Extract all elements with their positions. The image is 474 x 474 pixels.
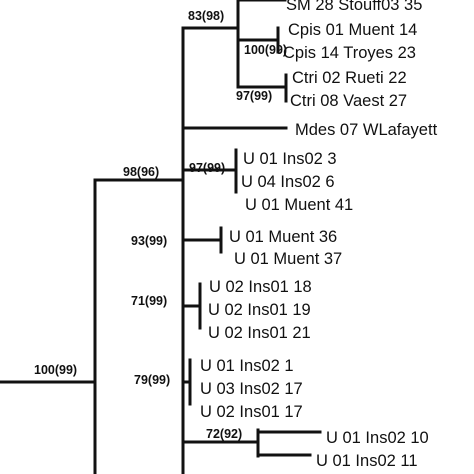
leaf-label: U 01 Muent 41 (245, 196, 353, 214)
leaf-label: U 01 Ins02 3 (243, 150, 337, 168)
support-label: 71(99) (131, 294, 167, 308)
leaf-label: SM 28 Stouff03 35 (286, 0, 422, 14)
support-label: 97(99) (189, 161, 225, 175)
leaf-label: U 01 Muent 37 (234, 250, 342, 268)
support-label: 100(99) (34, 363, 77, 377)
support-values: 83(98) 100(99) 97(99) 98(96) 97(99) 93(9… (34, 9, 287, 441)
leaf-label: U 02 Ins01 19 (208, 301, 311, 319)
support-label: 79(99) (134, 373, 170, 387)
support-label: 97(99) (236, 89, 272, 103)
leaf-label: Cpis 14 Troyes 23 (283, 44, 416, 62)
leaf-label: U 02 Ins01 18 (209, 278, 312, 296)
leaf-label: U 02 Ins01 17 (200, 403, 303, 421)
leaf-label: Cpis 01 Muent 14 (288, 21, 417, 39)
support-label: 93(99) (131, 234, 167, 248)
leaf-label: U 01 Ins02 10 (326, 429, 429, 447)
leaf-label: Mdes 07 WLafayett (295, 121, 438, 139)
leaf-label: U 01 Ins02 1 (200, 357, 294, 375)
leaf-label: U 04 Ins02 6 (241, 173, 335, 191)
support-label: 100(99) (244, 43, 287, 57)
leaf-label: U 01 Muent 36 (229, 228, 337, 246)
leaf-labels: SM 28 Stouff03 35 Cpis 01 Muent 14 Cpis … (200, 0, 438, 470)
tree-branches (0, 0, 322, 474)
leaf-label: Ctri 08 Vaest 27 (290, 92, 407, 110)
support-label: 72(92) (206, 427, 242, 441)
support-label: 98(96) (123, 165, 159, 179)
leaf-label: U 02 Ins01 21 (208, 324, 311, 342)
leaf-label: U 03 Ins02 17 (200, 380, 303, 398)
leaf-label: Ctri 02 Rueti 22 (292, 69, 407, 87)
leaf-label: U 01 Ins02 11 (316, 452, 418, 470)
support-label: 83(98) (188, 9, 224, 23)
